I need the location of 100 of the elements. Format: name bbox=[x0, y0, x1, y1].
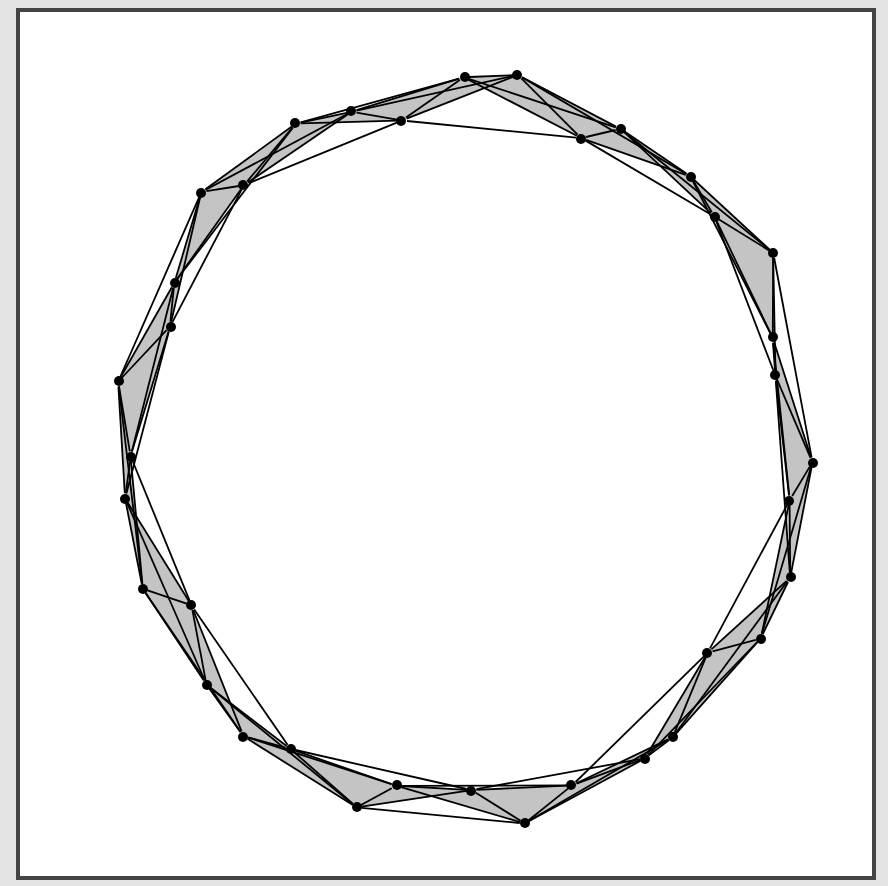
vertex-dot bbox=[125, 451, 136, 462]
vertex-dot bbox=[615, 123, 626, 134]
vertex-dot bbox=[346, 106, 357, 117]
graph-edge bbox=[574, 655, 706, 783]
graph-edge bbox=[294, 749, 393, 786]
graph-edge bbox=[355, 111, 398, 121]
graph-edge bbox=[528, 759, 642, 822]
graph-edge bbox=[209, 686, 288, 747]
graph-edge bbox=[246, 126, 294, 183]
graph-edge bbox=[130, 460, 144, 585]
graph-edge bbox=[585, 138, 687, 176]
vertex-dot bbox=[519, 818, 530, 829]
graph-edge bbox=[360, 787, 393, 806]
graph-edge bbox=[623, 131, 712, 215]
vertex-dot bbox=[290, 118, 301, 129]
graph-edge bbox=[521, 76, 617, 128]
graph-edge bbox=[125, 502, 143, 585]
graph-edge bbox=[575, 738, 670, 785]
graph-edge bbox=[205, 185, 240, 193]
graph-edge bbox=[773, 341, 812, 459]
graph-edge bbox=[467, 77, 617, 129]
graph-edge bbox=[406, 120, 578, 139]
graph-edge bbox=[521, 76, 688, 175]
graph-edge bbox=[717, 218, 770, 252]
graph-edge bbox=[119, 195, 201, 378]
graph-edge bbox=[144, 592, 205, 682]
vertex-dot bbox=[165, 321, 175, 332]
graph-edge bbox=[176, 126, 294, 280]
graph-edge bbox=[355, 75, 514, 112]
vertex-dot bbox=[512, 69, 523, 80]
graph-edge bbox=[772, 341, 776, 372]
vertex-dot bbox=[169, 277, 180, 288]
graph-edge bbox=[126, 501, 206, 681]
graph-edge bbox=[146, 589, 188, 605]
graph-edge bbox=[623, 131, 771, 251]
graph-edge bbox=[520, 77, 579, 136]
graph-edge bbox=[647, 641, 759, 756]
graph-edge bbox=[788, 504, 792, 574]
graph-edge bbox=[711, 638, 757, 653]
graph-edge bbox=[192, 609, 243, 733]
graph-edge bbox=[760, 504, 790, 635]
graph-edge bbox=[710, 579, 788, 651]
graph-edge bbox=[360, 806, 521, 824]
vertex-dot bbox=[770, 370, 781, 381]
graph-edge bbox=[405, 79, 461, 119]
graph-edge bbox=[761, 581, 789, 635]
vertex-dot bbox=[639, 753, 650, 764]
graph-edge bbox=[191, 609, 207, 681]
graph-edge bbox=[474, 791, 522, 822]
graph-edge bbox=[247, 121, 399, 185]
graph-edge bbox=[124, 460, 131, 495]
graph-edge bbox=[772, 341, 791, 497]
vertex-dot bbox=[391, 780, 402, 791]
vertex-dot bbox=[755, 633, 766, 644]
graph-edge bbox=[294, 749, 468, 790]
graph-edge bbox=[204, 113, 349, 191]
graph-edge bbox=[692, 179, 713, 214]
graph-edge bbox=[715, 220, 772, 335]
vertex-dot bbox=[576, 133, 587, 144]
graph-edge bbox=[709, 503, 789, 650]
graph-edge bbox=[193, 608, 289, 746]
graph-edge bbox=[623, 130, 688, 175]
graph-edge bbox=[673, 656, 707, 734]
graph-edge bbox=[475, 784, 568, 791]
graph-edge bbox=[575, 759, 642, 785]
graph-edge bbox=[776, 379, 812, 459]
vertex-dot bbox=[459, 72, 469, 83]
vertex-dot bbox=[768, 248, 779, 259]
graph-edge bbox=[131, 330, 170, 453]
graph-edge bbox=[693, 179, 771, 251]
vertex-dot bbox=[285, 743, 296, 754]
graph-edge bbox=[715, 220, 775, 372]
graph-edge bbox=[247, 113, 349, 184]
vertex-dot bbox=[566, 780, 577, 791]
graph-edge bbox=[647, 739, 670, 757]
vertex-dot bbox=[784, 495, 795, 506]
graph-edge bbox=[674, 580, 789, 735]
vertex-dot bbox=[785, 572, 796, 583]
vertex-dot bbox=[685, 171, 696, 182]
vertex-dot bbox=[466, 785, 477, 796]
graph-edge bbox=[360, 789, 468, 808]
graph-edge bbox=[646, 656, 707, 755]
graph-edge bbox=[675, 641, 759, 735]
vertex-dot bbox=[186, 600, 197, 611]
graph-edge bbox=[130, 286, 175, 453]
graph-edge bbox=[773, 257, 813, 459]
graph-edge bbox=[400, 785, 468, 791]
vertex-dot bbox=[196, 187, 207, 198]
vertex-dot bbox=[807, 457, 818, 468]
graph-edge bbox=[120, 329, 168, 379]
graph-edge bbox=[468, 74, 514, 78]
vertex-dot bbox=[238, 180, 249, 191]
graph-edge bbox=[790, 466, 813, 574]
vertex-dot bbox=[137, 583, 148, 594]
graph-edge bbox=[117, 385, 126, 495]
graph-edge bbox=[527, 787, 569, 822]
vertex-dot bbox=[767, 332, 778, 343]
graph-edge bbox=[355, 77, 461, 112]
graph-edge bbox=[528, 738, 670, 822]
graph-edge bbox=[176, 188, 242, 280]
